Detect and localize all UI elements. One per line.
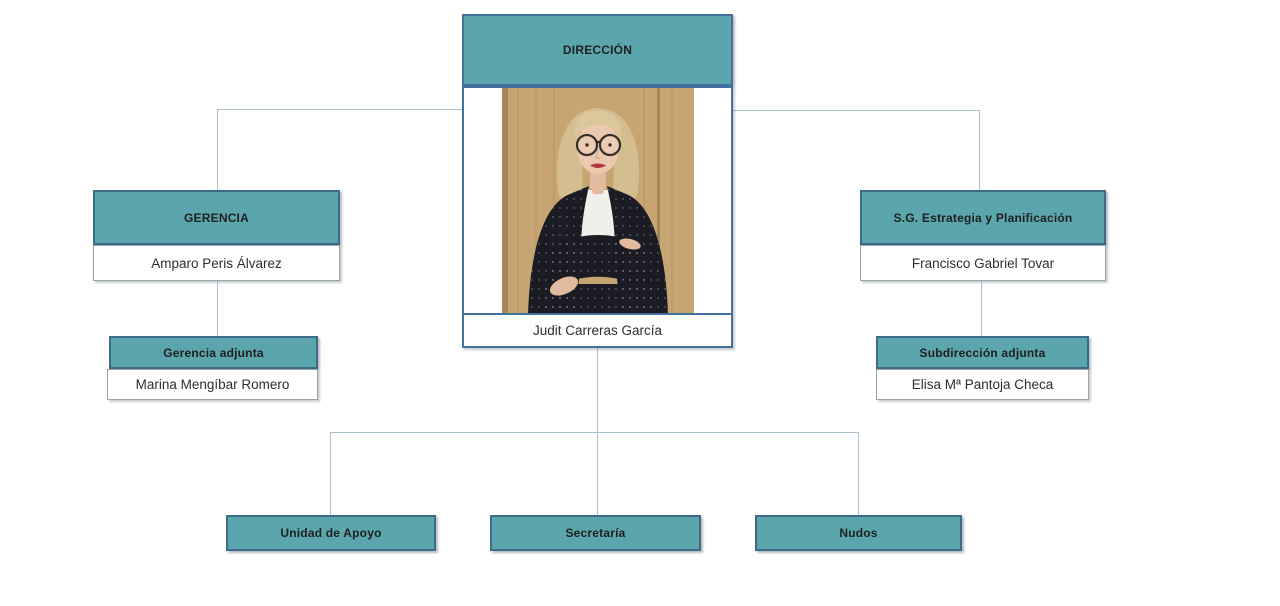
box-direccion-header: DIRECCIÓN <box>462 14 733 86</box>
connector-line <box>218 109 462 110</box>
director-photo <box>464 88 731 313</box>
connector-line <box>217 109 218 190</box>
connector-line <box>733 110 980 111</box>
gerencia-adjunta-name: Marina Mengíbar Romero <box>135 377 290 392</box>
subdireccion-adjunta-name: Elisa Mª Pantoja Checa <box>911 377 1054 392</box>
connector-line <box>597 432 598 515</box>
box-gerencia-header: GERENCIA <box>93 190 340 245</box>
gerencia-title: GERENCIA <box>184 210 249 225</box>
box-subdireccion-adjunta-header: Subdirección adjunta <box>876 336 1089 369</box>
subdireccion-adjunta-title: Subdirección adjunta <box>919 345 1046 360</box>
box-secretaria: Secretaría <box>490 515 701 551</box>
connector-line <box>330 432 859 433</box>
box-sg-estrategia-header: S.G. Estrategia y Planificación <box>860 190 1106 245</box>
unidad-de-apoyo-title: Unidad de Apoyo <box>280 526 382 540</box>
box-sg-estrategia-name: Francisco Gabriel Tovar <box>860 245 1106 281</box>
connector-line <box>597 348 598 432</box>
connector-line <box>330 432 331 515</box>
connector-line <box>981 281 982 336</box>
box-gerencia-name: Amparo Peris Álvarez <box>93 245 340 281</box>
sg-estrategia-name: Francisco Gabriel Tovar <box>911 255 1055 271</box>
direccion-title: DIRECCIÓN <box>562 43 633 57</box>
sg-estrategia-title: S.G. Estrategia y Planificación <box>893 210 1073 225</box>
direccion-photo-frame: Judit Carreras García <box>462 86 733 348</box>
box-unidad-de-apoyo: Unidad de Apoyo <box>226 515 436 551</box>
box-nudos: Nudos <box>755 515 962 551</box>
box-subdireccion-adjunta-name: Elisa Mª Pantoja Checa <box>876 369 1089 400</box>
direccion-name: Judit Carreras García <box>464 313 731 346</box>
secretaria-title: Secretaría <box>565 526 626 540</box>
connector-line <box>217 281 218 336</box>
gerencia-adjunta-title: Gerencia adjunta <box>163 345 264 360</box>
box-gerencia-adjunta-name: Marina Mengíbar Romero <box>107 369 318 400</box>
nudos-title: Nudos <box>839 526 878 540</box>
connector-line <box>979 110 980 190</box>
connector-line <box>858 432 859 515</box>
gerencia-name: Amparo Peris Álvarez <box>151 255 282 271</box>
box-gerencia-adjunta-header: Gerencia adjunta <box>109 336 318 369</box>
portrait-illustration <box>501 88 694 313</box>
